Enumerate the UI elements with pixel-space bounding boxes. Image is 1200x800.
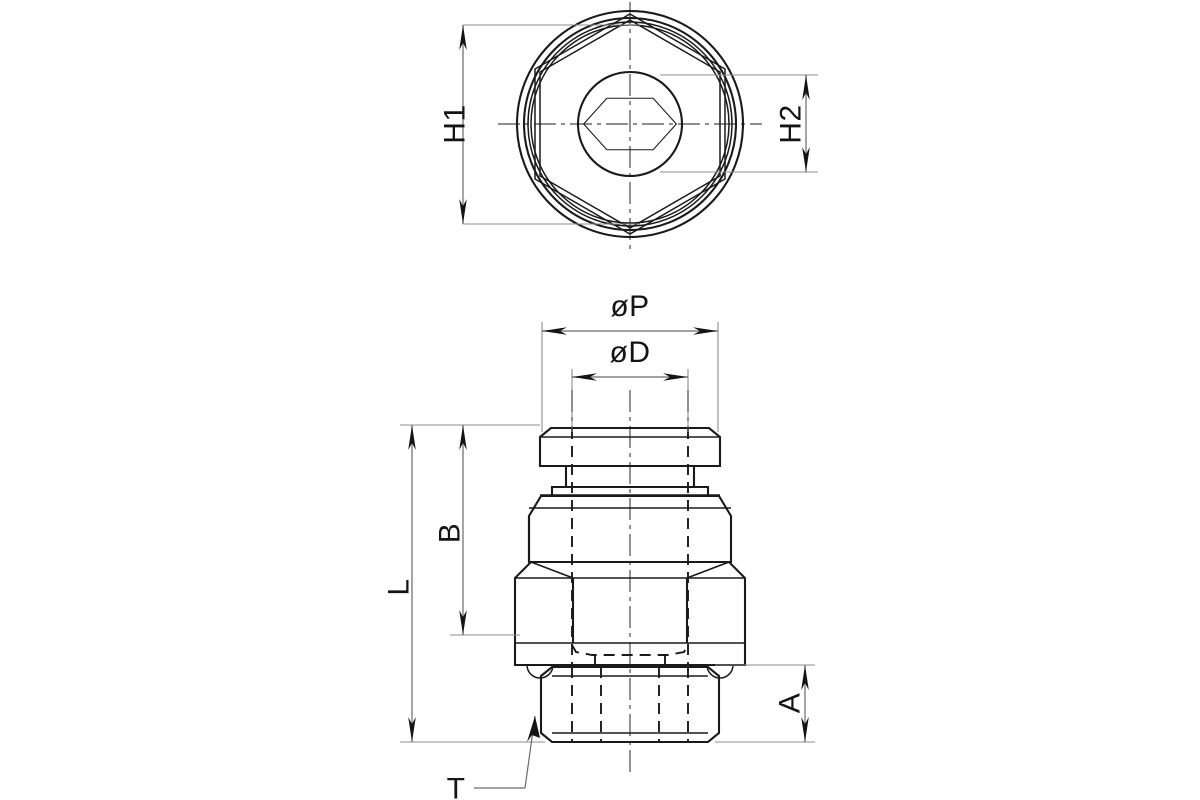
socket-bore-circle [576,70,684,178]
dimension-h2: H2 [660,74,818,173]
head-hex-silhouette-inner [539,19,721,229]
head-hex-silhouette-outer [534,13,726,235]
phi-d-label: øD [610,336,651,369]
b-label: B [434,523,467,544]
body-shell [527,494,733,564]
top-view-group: H1 H2 [439,2,818,252]
head-ring-1 [522,16,738,232]
t-leader-arrowhead [527,716,540,742]
t-label: T [447,773,466,800]
collar-stem-edges [564,466,696,487]
hex-nut-corner-bevel-right [686,561,730,579]
hex-socket-polygon [582,97,678,151]
guide-ring-outline [550,485,710,495]
bore-internal-shoulder [571,644,689,656]
dimension-b: B [434,424,540,636]
h1-label: H1 [439,104,472,143]
h2-label: H2 [775,104,808,143]
internal-hidden-detail [571,428,689,742]
dimension-h1: H1 [439,24,640,225]
dimension-phi-p: øP [541,290,719,432]
callout-t: T [447,715,540,800]
dimension-phi-d: øD [571,336,689,432]
head-ring-2 [527,21,733,227]
bore-throat-hidden [594,655,666,668]
side-view-group: øP øD L [383,290,815,800]
head-outer-circle [515,9,745,239]
male-thread [539,665,721,744]
dimension-l: L [383,424,545,743]
phi-p-label: øP [610,290,649,323]
release-collar [538,426,722,487]
dimension-a: A [715,664,815,743]
hex-nut [513,560,747,667]
l-label: L [383,578,416,595]
a-label: A [774,693,807,714]
thread-major-outline [539,665,721,744]
hex-nut-corner-bevel-left [530,561,574,579]
